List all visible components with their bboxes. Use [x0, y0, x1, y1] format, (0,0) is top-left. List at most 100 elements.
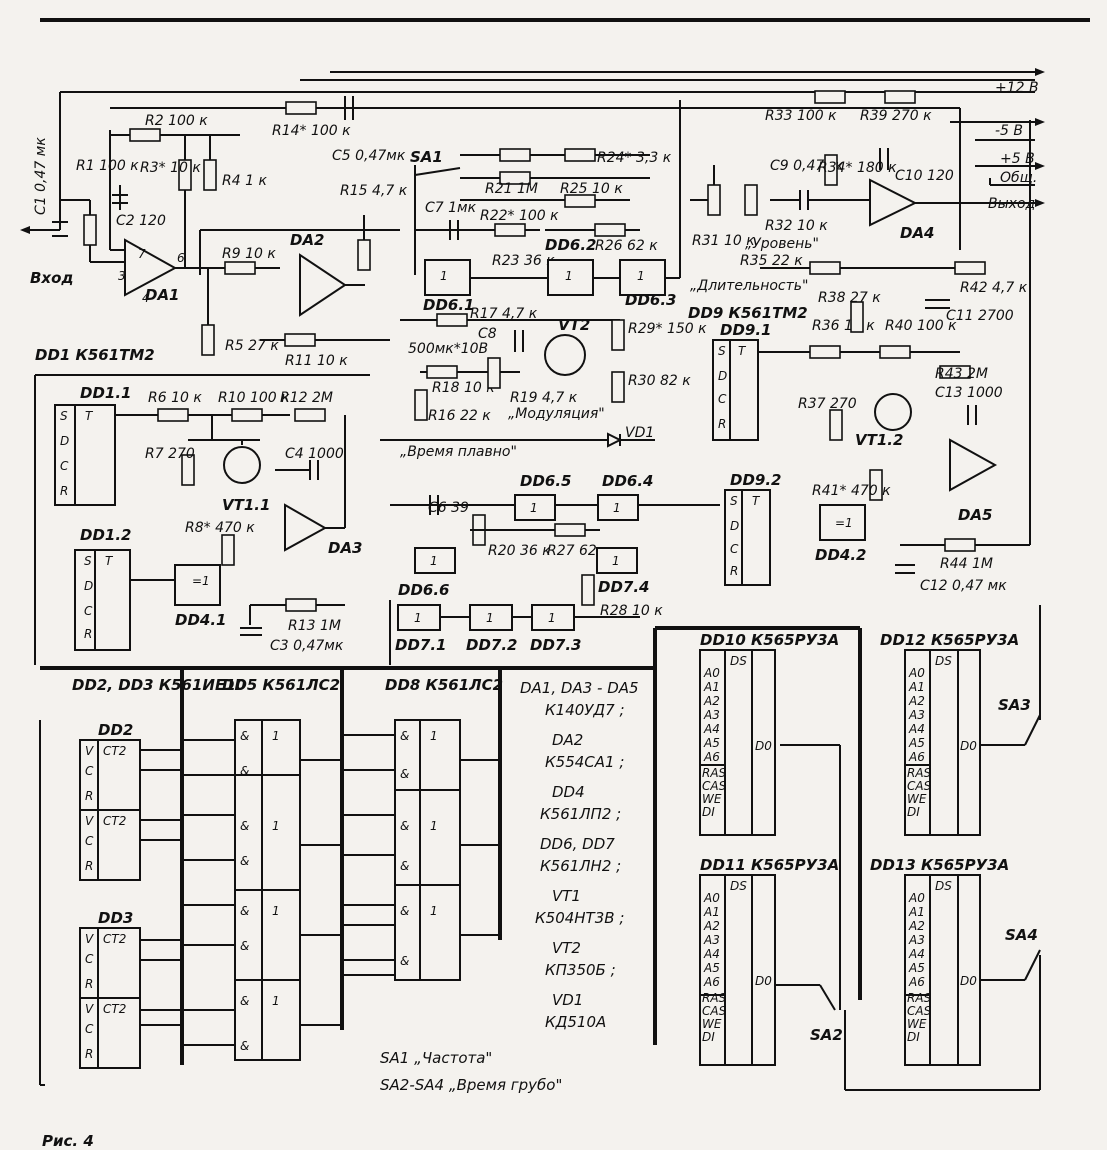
r13-label: R13 1М [288, 618, 341, 634]
r19-label: R19 4,7 к [510, 390, 578, 406]
svg-text:C: C [85, 952, 94, 966]
sa1-timing: SA1 R21 1М R25 10 к R22* 100 к R24* 3,3 … [410, 100, 681, 314]
dd1-title: DD1 К561ТМ2 [35, 346, 155, 364]
legend-0-part: К140УД7 ; [545, 701, 625, 719]
vd1-label: VD1 [625, 425, 654, 441]
r31-label: R31 10 к [692, 233, 755, 249]
ram-addr-pin: A2 [908, 919, 925, 933]
dd6-1-label: DD6.1 [423, 296, 474, 314]
rail-gnd-label: Общ. [1000, 170, 1037, 186]
r11-label: R11 10 к [285, 353, 348, 369]
rail-p12-label: +12 В [995, 80, 1039, 96]
legend-4-name: VT1 [552, 887, 581, 905]
svg-text:S: S [718, 344, 726, 358]
r2-label: R2 100 к [145, 113, 208, 129]
svg-text:&: & [400, 904, 409, 918]
c13-label: C13 1000 [935, 385, 1003, 401]
svg-text:R: R [85, 977, 93, 991]
svg-text:R: R [718, 417, 726, 431]
svg-text:1: 1 [272, 904, 280, 918]
r18-label: R18 10 к [432, 380, 495, 396]
svg-text:DS: DS [935, 879, 952, 893]
svg-text:1: 1 [430, 819, 438, 833]
svg-text:CT2: CT2 [103, 814, 126, 828]
ram-addr-pin: A4 [908, 722, 925, 736]
sa1-note: SA1 „Частота" [380, 1049, 492, 1067]
svg-text:D0: D0 [755, 974, 772, 988]
parts-legend: DA1, DA3 - DA5 К140УД7 ; DA2 К554СА1 ; D… [380, 679, 639, 1094]
ram-addr-pin: A3 [703, 708, 720, 722]
sa4-label: SA4 [1005, 926, 1038, 944]
svg-text:D: D [718, 369, 727, 383]
svg-text:DS: DS [730, 879, 747, 893]
legend-0-name: DA1, DA3 - DA5 [520, 679, 639, 697]
r20-label: R20 36 к [488, 543, 551, 559]
svg-text:D: D [60, 434, 69, 448]
dd10-label: DD10 К565РУ3А [700, 631, 839, 649]
ram-addr-pin: A3 [908, 933, 925, 947]
svg-text:R: R [84, 627, 92, 641]
svg-text:&: & [240, 729, 249, 743]
ram-addr-pin: A5 [908, 961, 925, 975]
svg-text:V: V [85, 1002, 94, 1016]
vt1-1-group: VT1.1 R7 270 C4 1000 R8* 470 к =1 DD4.1 [145, 415, 344, 629]
rail-p5-label: +5 В [1000, 151, 1035, 167]
svg-text:&: & [400, 954, 409, 968]
svg-text:R: R [85, 1047, 93, 1061]
r17-label: R17 4,7 к [470, 306, 538, 322]
svg-text:&: & [240, 939, 249, 953]
ram-addr-pin: A4 [703, 722, 720, 736]
r22-label: R22* 100 к [480, 208, 559, 224]
sa1-label: SA1 [410, 148, 443, 166]
dd4-1-label: DD4.1 [175, 611, 226, 629]
dd8-gates: DD8 К561ЛС2 & & & & & & 1 1 1 [342, 676, 503, 981]
op-amp-da3: DA3 R13 1М C3 0,47мк [240, 415, 363, 654]
ram-addr-pin: A1 [703, 680, 720, 694]
c5-label: C5 0,47мк [332, 148, 406, 164]
ram-addr-pin: A4 [703, 947, 720, 961]
r43-label: R43 2М [935, 366, 988, 382]
svg-text:1: 1 [272, 994, 280, 1008]
ram-ctrl-pin: CAS [702, 779, 727, 793]
ram-addr-pin: A5 [703, 736, 720, 750]
modulation-group: R17 4,7 к C8 500мк*10В VT2 R29* 150 к R3… [380, 306, 707, 460]
ram-ctrl-pin: DI [907, 805, 920, 819]
r1-label: R1 100 к [76, 158, 139, 174]
dd8-label: DD8 К561ЛС2 [385, 676, 503, 694]
svg-text:R: R [730, 564, 738, 578]
ram-addr-pin: A1 [908, 905, 925, 919]
r7-label: R7 270 [145, 446, 195, 462]
svg-text:T: T [752, 494, 761, 508]
ram-addr-pin: A0 [703, 666, 720, 680]
svg-text:C: C [718, 392, 727, 406]
ram-pin-labels: A0A1A2A3A4A5A6RASCASWEDIA0A1A2A3A4A5A6RA… [702, 666, 932, 1044]
svg-text:V: V [85, 814, 94, 828]
svg-text:R: R [85, 859, 93, 873]
svg-text:V: V [85, 932, 94, 946]
switches-sa2-sa4: SA3 SA4 SA2 [775, 605, 1041, 1091]
sa2-label: SA2 [810, 1026, 843, 1044]
svg-text:S: S [84, 554, 92, 568]
dd9-2-label: DD9.2 [730, 471, 781, 489]
dd4-2-label: DD4.2 [815, 546, 866, 564]
ram-ctrl-pin: CAS [907, 1004, 932, 1018]
svg-text:D0: D0 [960, 974, 977, 988]
c1-label: C1 0,47 мк [33, 137, 49, 215]
rail-m5-label: -5 В [995, 123, 1023, 139]
svg-text:1: 1 [430, 554, 438, 568]
svg-text:C: C [730, 542, 739, 556]
svg-text:&: & [240, 819, 249, 833]
r23-label: R23 36 к [492, 253, 555, 269]
r36-label: R36 10 к [812, 318, 875, 334]
r26-label: R26 62 к [595, 238, 658, 254]
output-stage-da4: R31 10 к C9 0,47мк R32 10 к „Уровень" R3… [690, 90, 960, 294]
dd7-1-label: DD7.1 [395, 636, 446, 654]
c2-label: C2 120 [116, 213, 166, 229]
c12-label: C12 0,47 мк [920, 578, 1007, 594]
da5-label: DA5 [958, 506, 993, 524]
legend-1-part: К554СА1 ; [545, 753, 624, 771]
ram-addr-pin: A6 [703, 975, 720, 989]
duration-control: „Длительность" [690, 278, 808, 294]
svg-text:&: & [240, 994, 249, 1008]
svg-text:6: 6 [177, 251, 185, 265]
